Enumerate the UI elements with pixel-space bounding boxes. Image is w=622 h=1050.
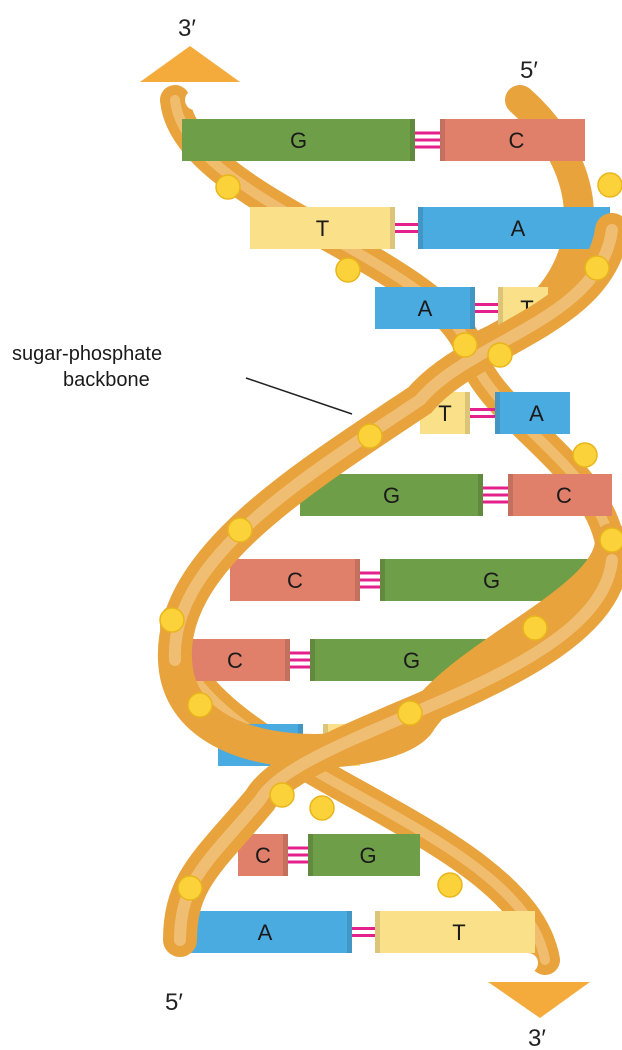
base-right-letter: G	[403, 648, 420, 673]
arrow-bottom-right-icon	[488, 982, 590, 1018]
base-left-letter: G	[383, 483, 400, 508]
callout-label-line1: sugar-phosphate	[12, 343, 162, 365]
base-left-edge	[470, 287, 475, 329]
base-left-letter: T	[438, 401, 451, 426]
base-left-edge	[347, 911, 352, 953]
callout-label-line2: backbone	[63, 369, 150, 391]
phosphate-group	[227, 517, 253, 543]
base-right-block	[495, 392, 570, 434]
phosphate-group	[357, 423, 383, 449]
base-right-letter: C	[509, 128, 525, 153]
base-right-block	[418, 207, 610, 249]
label-5prime-bottom: 5′	[165, 989, 183, 1016]
base-left-block	[250, 207, 395, 249]
phosphate-group	[597, 172, 622, 198]
base-right-block	[508, 474, 612, 516]
base-right-letter: G	[483, 568, 500, 593]
base-left-edge	[285, 639, 290, 681]
base-left-block	[375, 287, 475, 329]
label-5prime-top: 5′	[520, 57, 538, 84]
phosphate-group	[584, 255, 610, 281]
base-left-letter: G	[290, 128, 307, 153]
backbone-strand-front-highlight	[168, 224, 618, 666]
base-right-letter: C	[556, 483, 572, 508]
base-right-edge	[308, 834, 313, 876]
base-right-edge	[495, 392, 500, 434]
base-left-letter: C	[287, 568, 303, 593]
base-left-edge	[355, 559, 360, 601]
base-left-letter: T	[316, 216, 329, 241]
base-right-edge	[508, 474, 513, 516]
base-right-edge	[375, 911, 380, 953]
phosphate-group	[177, 875, 203, 901]
base-left-letter: C	[227, 648, 243, 673]
phosphate-group	[437, 872, 463, 898]
base-left-letter: A	[418, 296, 433, 321]
base-left-edge	[465, 392, 470, 434]
phosphate-group	[572, 442, 598, 468]
base-right-letter: A	[529, 401, 544, 426]
base-right-block	[375, 911, 535, 953]
base-left-block	[178, 911, 352, 953]
phosphate-group	[215, 174, 241, 200]
strand-end-notch-bottom	[518, 953, 538, 973]
base-right-edge	[380, 559, 385, 601]
phosphate-group	[452, 332, 478, 358]
base-left-edge	[478, 474, 483, 516]
base-right-letter: G	[359, 843, 376, 868]
arrow-top-left-icon	[140, 46, 240, 82]
base-left-letter: A	[258, 920, 273, 945]
phosphate-group	[335, 257, 361, 283]
base-right-letter: T	[452, 920, 465, 945]
callout-leader-line	[245, 377, 353, 415]
strand-end-notch-top	[185, 90, 205, 110]
base-left-block	[230, 559, 360, 601]
phosphate-group	[487, 342, 513, 368]
base-left-letter: C	[255, 843, 271, 868]
phosphate-group	[187, 692, 213, 718]
phosphate-groups	[159, 172, 622, 901]
base-right-edge	[310, 639, 315, 681]
label-3prime-top: 3′	[178, 15, 196, 42]
base-right-block	[308, 834, 420, 876]
base-left-edge	[283, 834, 288, 876]
phosphate-group	[522, 615, 548, 641]
phosphate-group	[309, 795, 335, 821]
phosphate-group	[599, 527, 622, 553]
base-left-edge	[410, 119, 415, 161]
base-right-edge	[440, 119, 445, 161]
base-right-edge	[418, 207, 423, 249]
label-3prime-bottom: 3′	[528, 1025, 546, 1050]
base-right-letter: A	[511, 216, 526, 241]
base-left-edge	[390, 207, 395, 249]
base-left-block	[182, 119, 415, 161]
base-right-block	[440, 119, 585, 161]
phosphate-group	[159, 607, 185, 633]
base-right-edge	[498, 287, 503, 329]
base-left-block	[180, 639, 290, 681]
phosphate-group	[269, 782, 295, 808]
phosphate-group	[397, 700, 423, 726]
